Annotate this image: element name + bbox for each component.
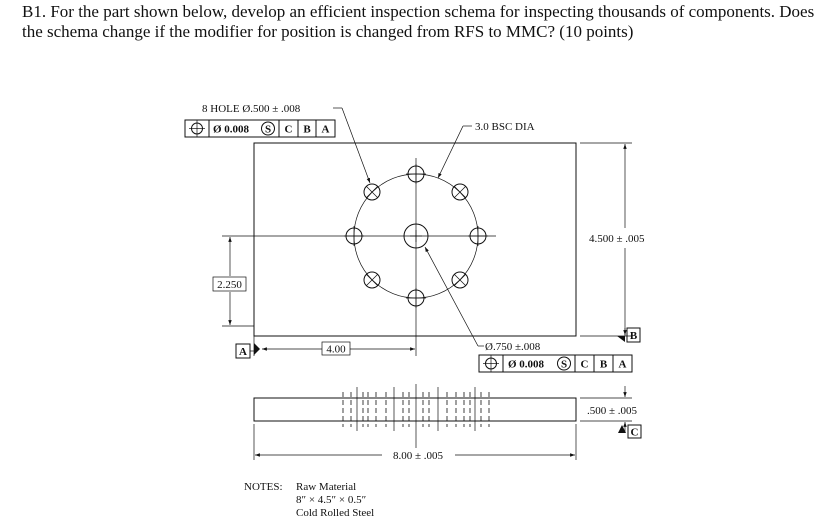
height-dimension: 4.500 ± .005 (589, 233, 645, 245)
rfs-modifier-icon (261, 121, 275, 136)
pattern-hole-bottom (406, 288, 426, 308)
pattern-hole-upper-left (363, 183, 381, 201)
notes-line-1: Raw Material (296, 481, 356, 493)
fcf-datum-tertiary: A (619, 359, 627, 371)
notes-line-3: Cold Rolled Steel (296, 507, 374, 519)
thickness-dimension: .500 ± .005 (587, 405, 638, 417)
horizontal-basic-box (321, 341, 351, 356)
side-view-outline (253, 397, 577, 422)
pattern-hole-right (468, 226, 488, 246)
position-symbol-icon (189, 120, 205, 137)
center-hole-callout: Ø.750 ±.008 (485, 341, 541, 353)
side-view-hidden-lines (342, 384, 490, 448)
fcf-modifier: S (265, 124, 271, 136)
center-hole-leader (424, 246, 479, 347)
datum-a-label: A (239, 346, 247, 358)
datum-b-feature: B (617, 327, 641, 343)
hole-pattern-leader (341, 107, 371, 184)
hole-pattern-fcf: Ø 0.008 S C B A (184, 119, 336, 138)
bolt-circle-label: 3.0 BSC DIA (475, 121, 535, 133)
pattern-hole-upper-right (451, 183, 469, 201)
question-text: B1. For the part shown below, develop an… (22, 2, 815, 41)
hole-pattern-callout: 8 HOLE Ø.500 ± .008 (202, 103, 301, 115)
vertical-basic-dimension: 2.250 (217, 279, 242, 291)
pattern-hole-left (344, 226, 364, 246)
datum-c-label: C (631, 427, 639, 439)
fcf-datum-primary: C (581, 359, 589, 371)
center-hole-fcf: Ø 0.008 S C B A (478, 354, 633, 373)
notes-line-2: 8″ × 4.5″ × 0.5″ (296, 494, 366, 506)
datum-b-label: B (630, 330, 638, 342)
fcf-tolerance: Ø 0.008 (213, 124, 250, 136)
horizontal-basic-dimension: 4.00 (326, 344, 346, 356)
datum-c-feature: C (618, 424, 642, 439)
vertical-basic-box (212, 276, 247, 292)
fcf-datum-primary: C (285, 124, 293, 136)
fcf-datum-secondary: B (303, 124, 311, 136)
rfs-modifier-icon (557, 356, 571, 371)
fcf-datum-tertiary: A (322, 124, 330, 136)
notes-label: NOTES: (244, 481, 283, 493)
bolt-circle-leader (437, 125, 464, 179)
fcf-modifier: S (561, 359, 567, 371)
position-symbol-icon (483, 355, 499, 372)
datum-a-feature: A (235, 343, 260, 359)
fcf-tolerance: Ø 0.008 (508, 359, 545, 371)
pattern-hole-top (406, 164, 426, 184)
length-dimension: 8.00 ± .005 (393, 450, 444, 462)
pattern-hole-lower-right (451, 271, 469, 289)
pattern-hole-lower-left (363, 271, 381, 289)
fcf-datum-secondary: B (600, 359, 608, 371)
plate-outline (253, 142, 577, 337)
